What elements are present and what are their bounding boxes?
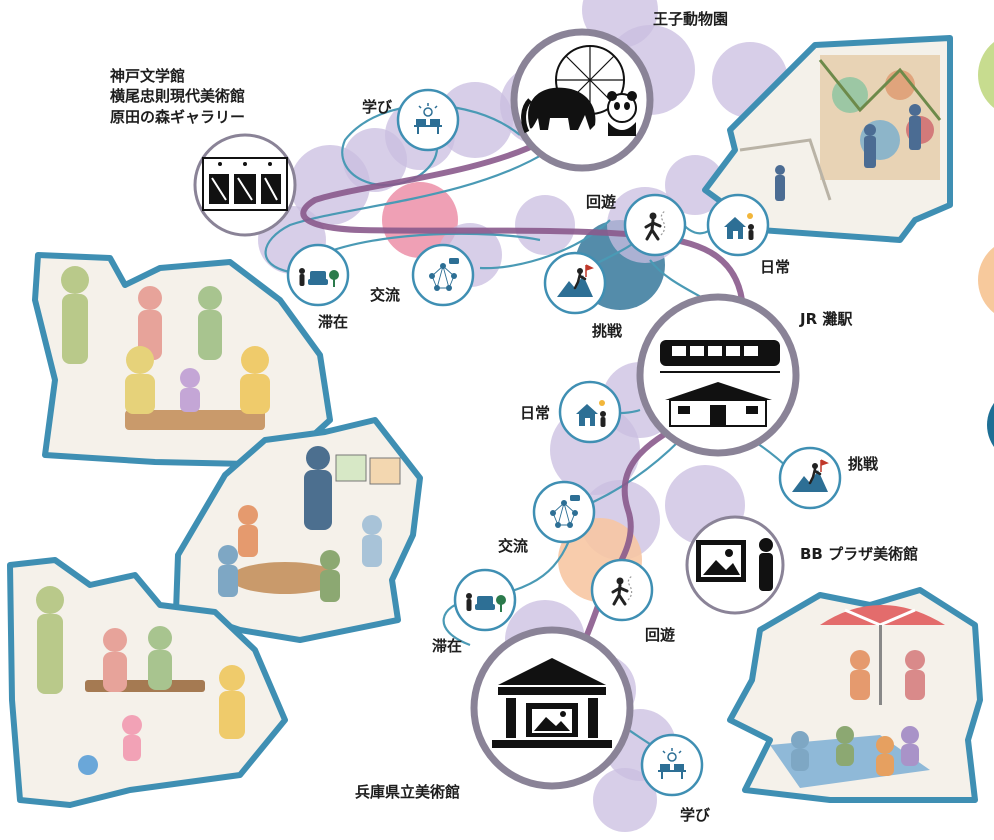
art-gallery-visitor-icon bbox=[696, 538, 773, 591]
exchange-label-north: 交流 bbox=[370, 286, 401, 304]
bb-plaza-label: BB プラザ美術館 bbox=[800, 545, 919, 563]
exchange-label-south: 交流 bbox=[498, 537, 529, 555]
zoo-ferris-wheel-elephant-panda-icon bbox=[521, 45, 637, 136]
station-hub bbox=[636, 293, 800, 457]
daily-label-south: 日常 bbox=[520, 404, 551, 422]
activity-node-circulation-south bbox=[590, 558, 654, 622]
stay-label-south: 滞在 bbox=[432, 637, 463, 655]
activity-node-learning-north bbox=[396, 88, 460, 152]
station-label: JR 灘駅 bbox=[800, 310, 853, 328]
activity-node-stay-south bbox=[453, 568, 517, 632]
picnic-parasol-scene bbox=[727, 587, 983, 803]
illustration-panels bbox=[7, 35, 983, 808]
stay-label-north: 滞在 bbox=[318, 313, 349, 331]
circulation-label-north: 回遊 bbox=[586, 193, 617, 211]
family-craft-scene bbox=[32, 252, 333, 468]
zoo-hub bbox=[510, 28, 654, 172]
activity-node-circulation-north bbox=[623, 193, 687, 257]
hyogo-museum-hub bbox=[470, 626, 634, 790]
activity-node-exchange-north bbox=[411, 243, 475, 307]
train-station-icon bbox=[660, 340, 780, 427]
challenge-label-north: 挑戦 bbox=[592, 322, 623, 340]
north-museums-hub bbox=[193, 133, 297, 237]
activity-node-daily-north bbox=[706, 193, 770, 257]
museum-building-icon bbox=[492, 658, 612, 748]
activity-node-challenge-north bbox=[543, 251, 607, 315]
activity-node-exchange-south bbox=[532, 480, 596, 544]
mural-painting-scene bbox=[702, 35, 953, 243]
gallery-panels-icon bbox=[202, 157, 288, 211]
activity-node-daily-south bbox=[558, 380, 622, 444]
activity-node-learning-south bbox=[640, 733, 704, 797]
bb-plaza-hub bbox=[685, 515, 785, 615]
circulation-label-south: 回遊 bbox=[645, 626, 676, 644]
learning-label-north: 学び bbox=[362, 98, 393, 116]
zoo-label: 王子動物園 bbox=[653, 10, 729, 28]
hyogo-museum-label: 兵庫県立美術館 bbox=[355, 783, 461, 801]
edge-discs bbox=[978, 42, 994, 447]
activity-node-stay-north bbox=[286, 243, 350, 307]
activity-node-challenge-south bbox=[778, 446, 842, 510]
bench-family-scene bbox=[7, 557, 288, 808]
north-museums-label: 神戸文学館 横尾忠則現代美術館 原田の森ギャラリー bbox=[110, 67, 246, 126]
challenge-label-south: 挑戦 bbox=[848, 455, 879, 473]
daily-label-north: 日常 bbox=[760, 258, 791, 276]
kids-painting-class-scene bbox=[172, 417, 423, 643]
learning-label-south: 学び bbox=[680, 806, 711, 824]
